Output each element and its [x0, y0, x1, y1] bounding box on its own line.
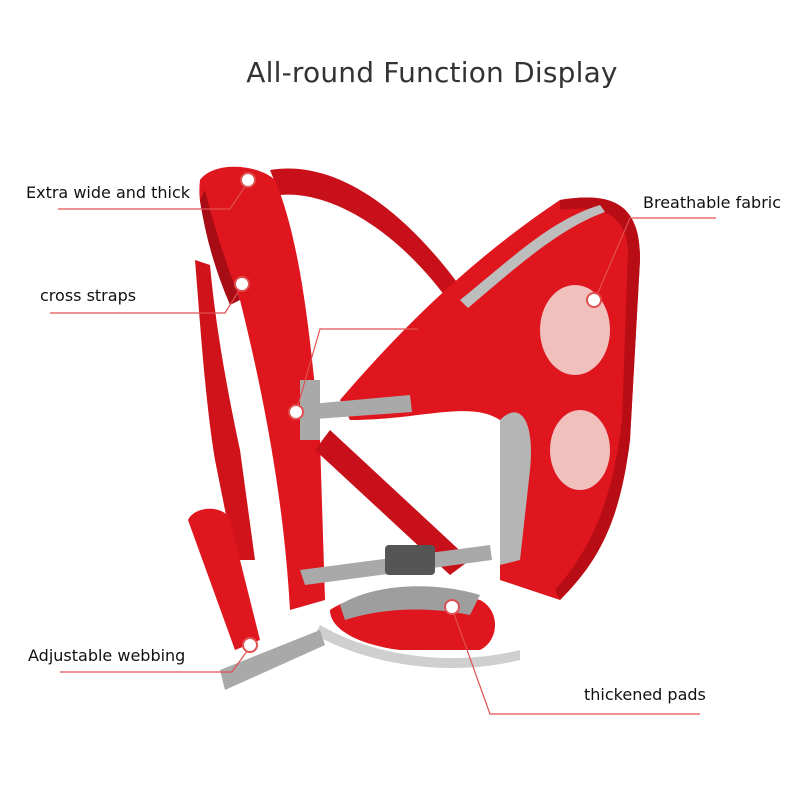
label-cross-straps: cross straps [40, 286, 137, 305]
leader-lines [50, 181, 716, 715]
hotspot-dots [234, 172, 602, 653]
label-adjustable-webbing: Adjustable webbing [28, 646, 186, 665]
page-title: All-round Function Display [246, 56, 618, 89]
label-breathable-fabric: Breathable fabric [643, 193, 782, 212]
label-extra-wide: Extra wide and thick [26, 183, 191, 202]
carrier-body [188, 166, 640, 690]
label-thickened-pads: thickened pads [584, 685, 706, 704]
